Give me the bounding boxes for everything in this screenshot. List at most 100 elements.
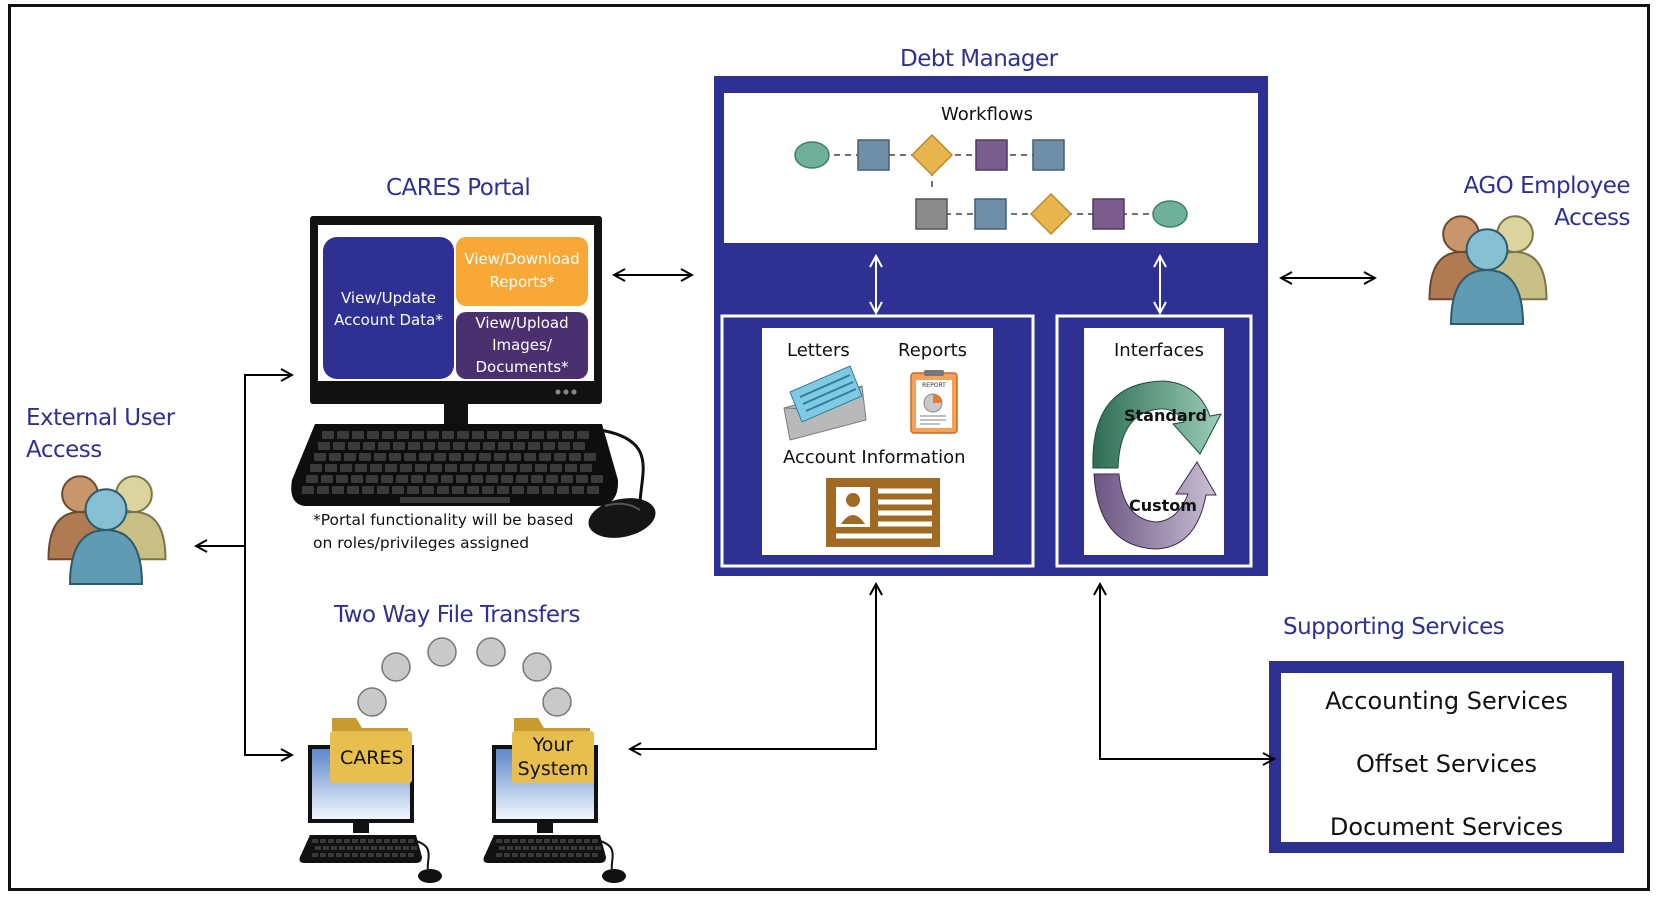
- small-keyboard-key: [536, 839, 542, 843]
- tile-view-update: [323, 237, 454, 379]
- tile-view-upload-text: View/Upload Images/ Documents*: [475, 314, 569, 376]
- small-keyboard-key: [520, 839, 526, 843]
- small-keyboard-key: [555, 846, 561, 850]
- small-keyboard-key: [531, 846, 537, 850]
- small-keyboard-key: [539, 846, 545, 850]
- workflow-step-node: [974, 198, 1007, 230]
- portal-footnote-line1: *Portal functionality will be based: [313, 511, 574, 529]
- external-user-people-icon: [47, 475, 167, 585]
- small-monitor-neck: [353, 823, 369, 833]
- account-information-label: Account Information: [783, 447, 966, 468]
- keyboard-key: [546, 475, 558, 483]
- small-keyboard-key: [568, 853, 574, 857]
- tile-view-update-label: View/Update Account Data*: [323, 287, 454, 331]
- small-keyboard-key: [392, 853, 398, 857]
- small-keyboard-key: [504, 853, 510, 857]
- small-keyboard-key: [584, 839, 590, 843]
- small-keyboard-key: [512, 853, 518, 857]
- correspondence-panel-border: [720, 314, 1035, 568]
- keyboard-key: [385, 464, 397, 472]
- keyboard-key: [412, 431, 424, 439]
- keyboard-key: [366, 475, 378, 483]
- small-mouse-cable: [599, 840, 614, 870]
- small-keyboard-key: [584, 853, 590, 857]
- supporting-services-inner: [1281, 673, 1612, 842]
- keyboard-key: [397, 431, 409, 439]
- keyboard-key: [577, 431, 589, 439]
- keyboard-key: [584, 453, 596, 461]
- report-icon-label: REPORT: [922, 382, 946, 389]
- keyboard-key: [520, 464, 532, 472]
- keyboard-key: [471, 475, 483, 483]
- keyboard-key: [445, 464, 457, 472]
- keyboard-key: [512, 486, 524, 494]
- keyboard-key: [509, 453, 521, 461]
- debt-manager-title: Debt Manager: [900, 46, 1058, 72]
- small-keyboard-key: [376, 839, 382, 843]
- portal-footnote-line2: on roles/privileges assigned: [313, 534, 530, 552]
- custom-label: Custom: [1129, 496, 1197, 515]
- keyboard-key: [400, 464, 412, 472]
- ago-employee-people-icon: [1428, 215, 1548, 325]
- small-keyboard-key: [504, 839, 510, 843]
- keyboard-key: [382, 431, 394, 439]
- small-keyboard-key: [368, 853, 374, 857]
- keyboard-key: [482, 486, 494, 494]
- keyboard-key: [411, 475, 423, 483]
- keyboard-key: [337, 431, 349, 439]
- supporting-services-title: Supporting Services: [1283, 614, 1505, 640]
- small-keyboard-key: [595, 846, 601, 850]
- keyboard-key: [572, 486, 584, 494]
- small-keyboard-key: [344, 839, 350, 843]
- monitor-neck: [444, 404, 468, 424]
- small-mouse-cable: [415, 840, 430, 870]
- file-transfers-title: Two Way File Transfers: [334, 602, 581, 628]
- small-keyboard-key: [400, 839, 406, 843]
- small-keyboard-key: [384, 839, 390, 843]
- keyboard-key: [531, 475, 543, 483]
- letters-label: Letters: [787, 340, 850, 361]
- keyboard-key: [381, 475, 393, 483]
- keyboard-key: [558, 442, 570, 450]
- keyboard-key: [419, 453, 431, 461]
- tile-view-download: [456, 237, 588, 306]
- cares-portal-title: CARES Portal: [386, 175, 531, 201]
- small-keyboard-key: [379, 846, 385, 850]
- keyboard-key: [367, 431, 379, 439]
- ago-employee-line1: AGO Employee: [1463, 173, 1631, 199]
- mouse-cable: [599, 428, 645, 506]
- small-keyboard-key: [571, 846, 577, 850]
- keyboard-key: [565, 464, 577, 472]
- service-offset: Offset Services: [1356, 750, 1537, 778]
- keyboard-key: [359, 453, 371, 461]
- workflow-chart: [794, 133, 1188, 236]
- workflow-step-node: [975, 139, 1008, 171]
- service-accounting: Accounting Services: [1325, 687, 1568, 715]
- small-keyboard-key: [395, 846, 401, 850]
- keyboard-key: [452, 486, 464, 494]
- workflow-step-node: [857, 139, 890, 171]
- external-user-line2: Access: [26, 437, 102, 463]
- folder-your-line1: Your: [532, 734, 574, 756]
- keyboard-key: [475, 464, 487, 472]
- keyboard-key: [423, 442, 435, 450]
- small-keyboard-key: [371, 846, 377, 850]
- custom-arrow: [1093, 461, 1217, 550]
- small-monitor-neck: [537, 823, 553, 833]
- keyboard-key: [487, 431, 499, 439]
- keyboard-key: [355, 464, 367, 472]
- folder-your-system-label: Your System: [512, 733, 594, 781]
- workflow-decision-node: [1029, 192, 1073, 236]
- small-keyboard-key: [312, 853, 318, 857]
- keyboard-key: [497, 486, 509, 494]
- keyboard-key: [352, 431, 364, 439]
- keyboard-key: [351, 475, 363, 483]
- keyboard-key: [404, 453, 416, 461]
- person-head: [1465, 228, 1509, 271]
- keyboard-key: [437, 486, 449, 494]
- transfer-bubble: [381, 652, 411, 682]
- small-keyboard-key: [312, 839, 318, 843]
- small-keyboard-key: [536, 853, 542, 857]
- keyboard-key: [362, 486, 374, 494]
- small-keyboard-key: [496, 853, 502, 857]
